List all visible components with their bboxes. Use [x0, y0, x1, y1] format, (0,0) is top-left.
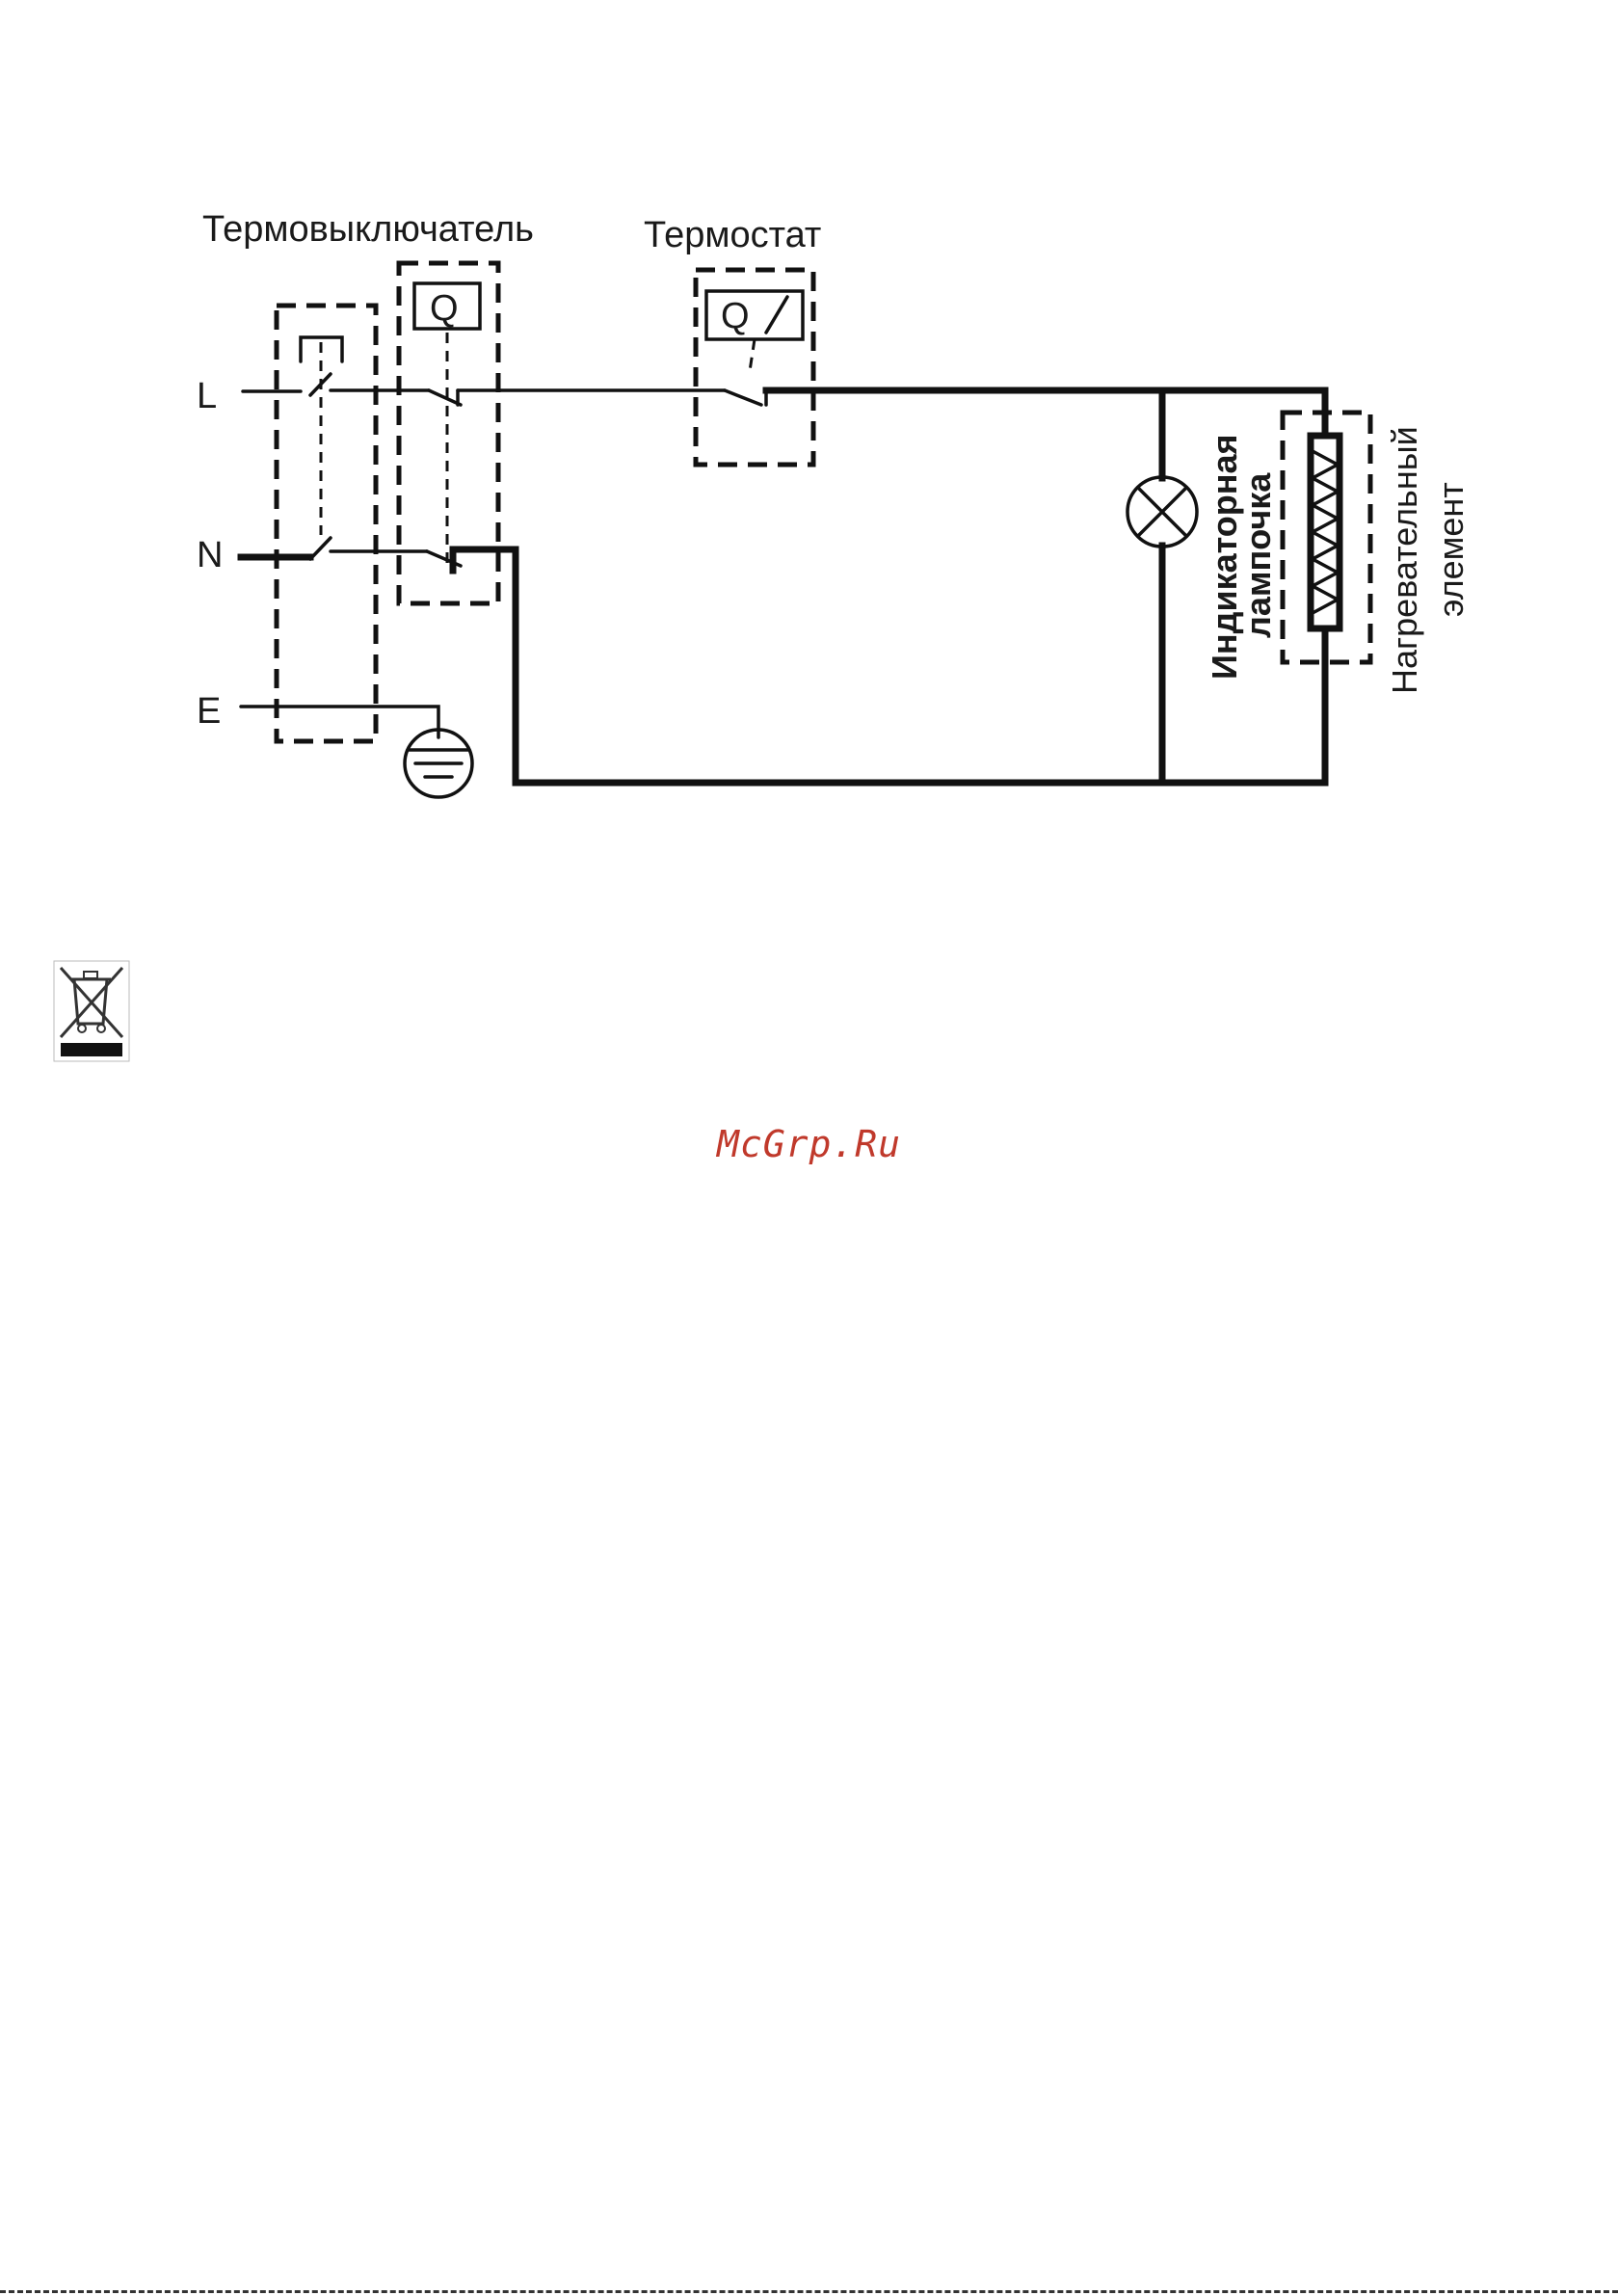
heating-element-label-1: Нагревательный — [1385, 426, 1424, 694]
thermal-switch-label: Термовыключатель — [202, 209, 534, 250]
heating-element-enclosure — [1283, 413, 1370, 662]
crossed-out-wheelie-bin-icon — [53, 960, 130, 1062]
thermostat-q-text: Q — [721, 296, 750, 336]
indicator-lamp-label-2: лампочка — [1238, 472, 1278, 638]
l-switch-contact — [310, 374, 331, 395]
e-wire — [241, 707, 438, 737]
ground-symbol-icon — [405, 730, 472, 797]
n-switch-contact — [310, 538, 331, 559]
thermal-q-text: Q — [430, 288, 459, 329]
thermostat-linkage — [750, 339, 755, 371]
neutral-terminal-label: N — [197, 535, 223, 575]
line-terminal-label: L — [197, 376, 217, 416]
thermostat-enclosure — [696, 270, 813, 465]
heating-element-label-2: элемент — [1431, 482, 1471, 617]
earth-terminal-label: E — [197, 691, 221, 732]
l-thermostat-contact — [725, 390, 761, 405]
wiring-diagram: Термовыключатель Термостат L N E Q Q — [0, 0, 1618, 868]
double-pole-switch-enclosure — [277, 306, 376, 741]
thermostat-label: Термостат — [644, 215, 821, 255]
l-thermal-contact — [429, 390, 461, 405]
page-bottom-divider — [0, 2290, 1618, 2293]
thermostat-q-slash — [766, 297, 787, 333]
heating-resistor-icon — [1311, 436, 1339, 628]
watermark-text: McGrp.Ru — [0, 1123, 1618, 1165]
indicator-lamp-icon — [1127, 477, 1197, 547]
n-return-wire — [453, 549, 1325, 783]
